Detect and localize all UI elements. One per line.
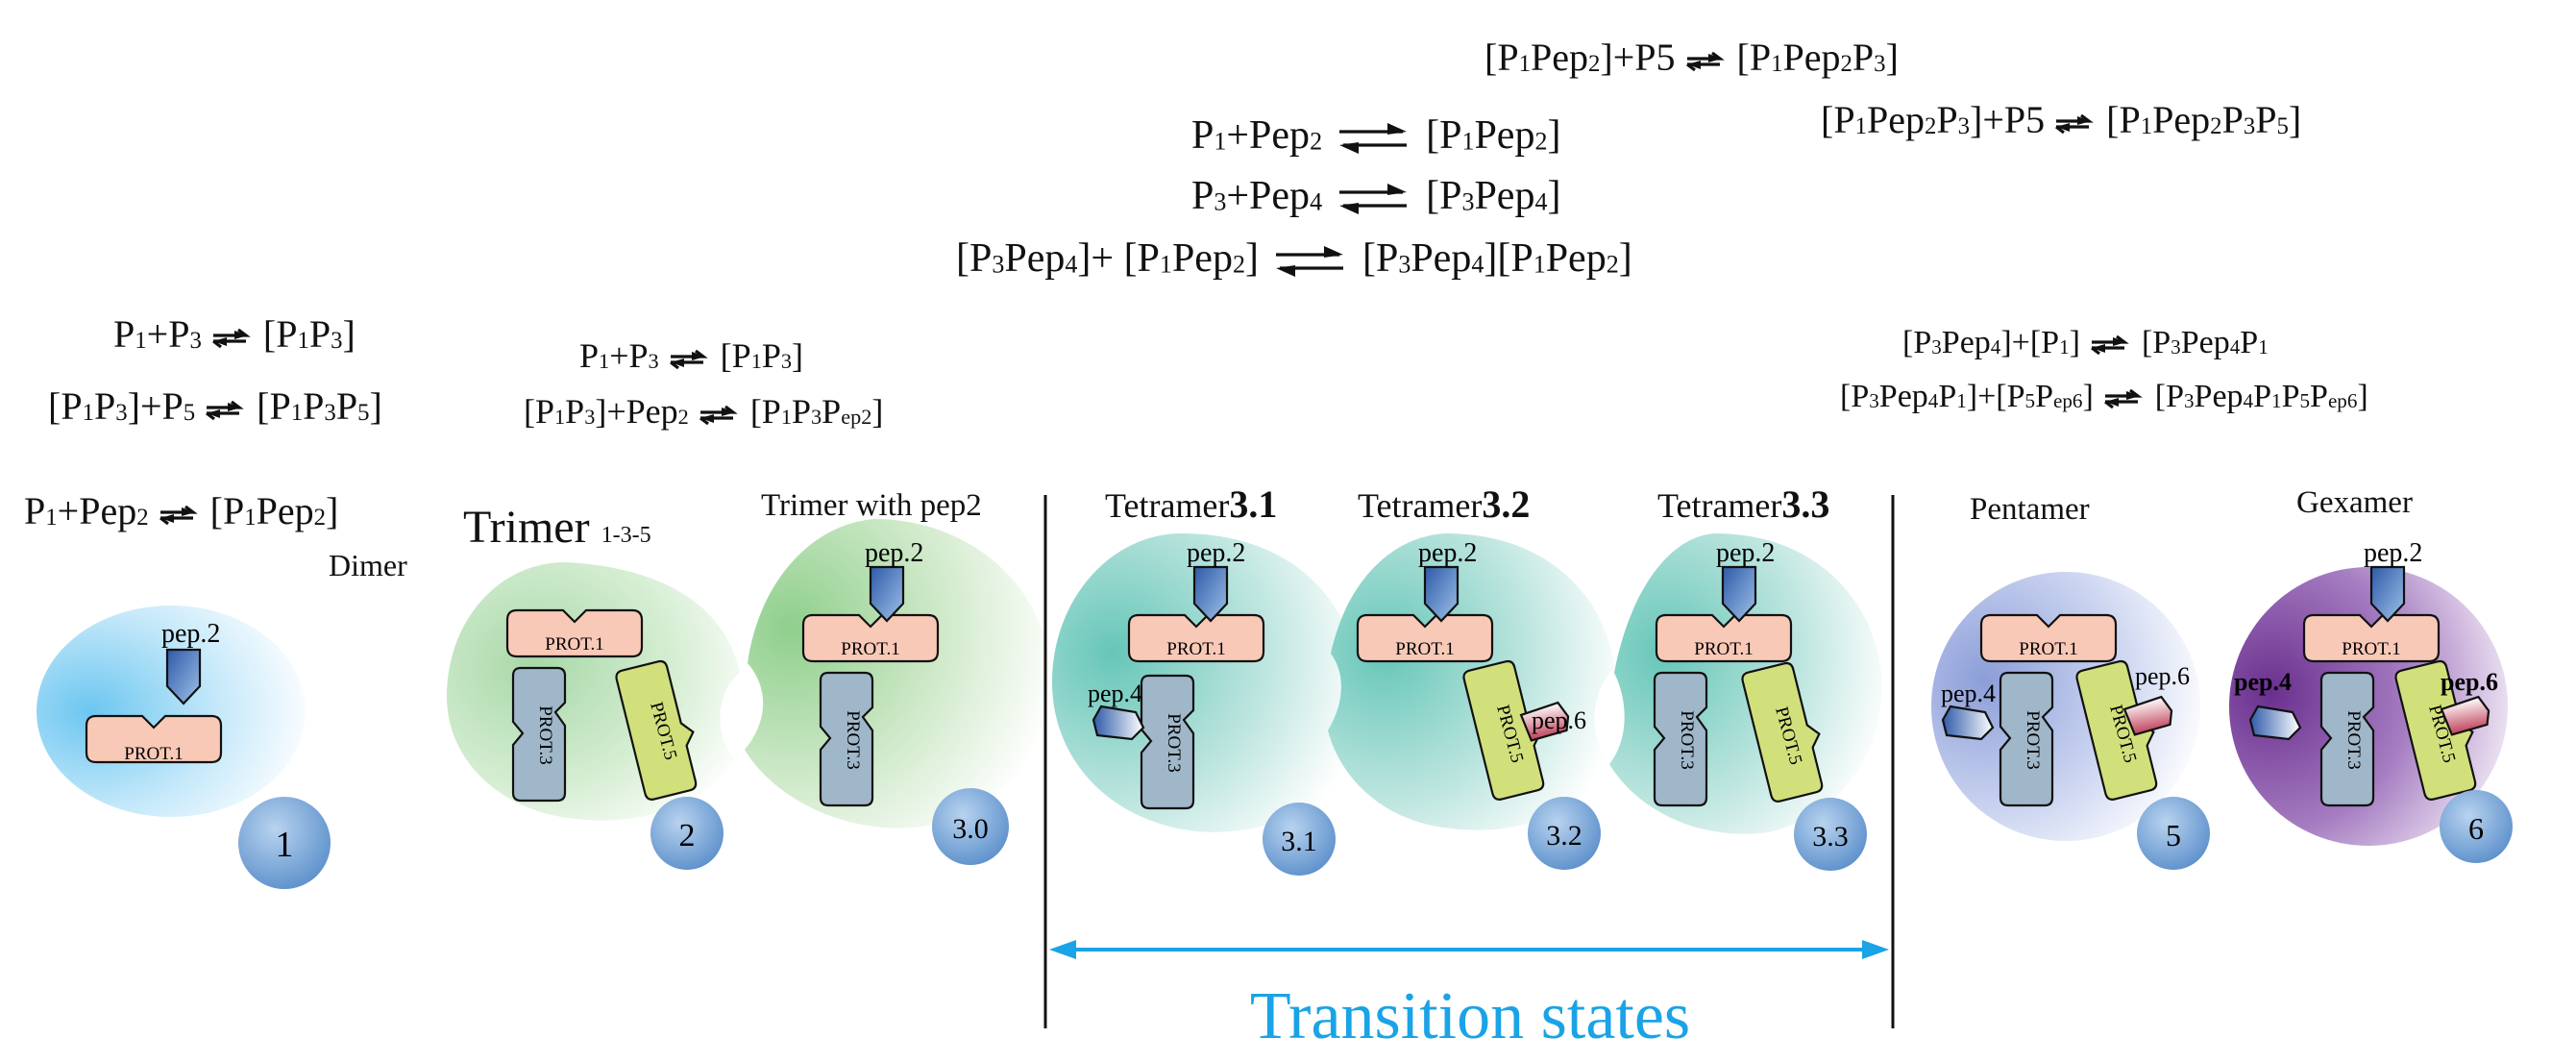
transition-label: Transition states [1250,979,1690,1053]
stage-badge [932,788,1009,865]
stage-number: 2 [679,818,696,853]
pep4-label: pep.4 [1941,680,1996,707]
equation-tetramer-mid-b: P3+Pep4[P3Pep4] [1191,174,1561,218]
prot1-label: PROT.1 [124,744,183,764]
equation-stage2-b: [P1P3]+P5[P1P3P5] [48,384,382,428]
equation-stage3-0-b: [P1P3]+Pep2[P1P3Pep2] [524,392,884,431]
complex-trimer-with-pep2: PROT.1 pep.2 PROT.3 3.0 [745,519,1050,865]
prot1-label: PROT.1 [1395,639,1454,659]
pep2-label: pep.2 [865,538,923,568]
pep4-label: pep.4 [2234,668,2292,696]
stage-number: 3.0 [952,813,989,845]
equilibrium-arrow-icon [2054,113,2093,135]
equation-stage2-a: P1+P3[P1P3] [113,312,356,356]
stage-badge [1263,803,1336,876]
prot1-label: PROT.1 [841,639,899,659]
equation-stage3-0-a: P1+P3[P1P3] [579,336,804,375]
stage-number: 3.1 [1281,826,1317,857]
equation-tetramer-mid-c: [P3Pep4]+ [P1Pep2][P3Pep4][P1Pep2] [956,236,1632,281]
equilibrium-arrow-icon [1337,123,1409,155]
double-headed-arrow-icon [1049,940,1889,959]
pep2-label: pep.2 [1418,538,1477,568]
stage-badge [2137,797,2210,870]
prot1-label: PROT.1 [1166,639,1225,659]
stage-badge [650,797,724,870]
equilibrium-arrow-icon [159,505,197,526]
equilibrium-arrow-icon [205,400,243,421]
pep6-label: pep.6 [2441,668,2498,696]
pep2-label: pep.2 [1187,538,1245,568]
stage-title-trimer: Trimer 1-3-5 [463,502,651,553]
prot3-label: PROT.3 [2343,710,2364,769]
prot3-label: PROT.3 [843,710,863,769]
equilibrium-arrow-icon [2090,334,2128,356]
stage-number: 3.3 [1812,821,1849,853]
transition-states-bracket: Transition states [1043,495,1895,1053]
complex-tetramer-3-2: PROT.1 pep.2 PROT.5 pep.6 3.2 [1328,533,1614,870]
stage-badge [1528,797,1601,870]
equilibrium-arrow-icon [1274,246,1345,278]
complex-tetramer-3-1: PROT.1 pep.2 PROT.3 pep.4 3.1 [1052,533,1357,876]
equilibrium-arrow-icon [1684,51,1724,72]
equation-tetramer-top-b: [P1Pep2P3]+P5[P1Pep2P3P5] [1821,98,2302,141]
stage-number: 6 [2468,811,2484,846]
equation-tetramer-top-a: [P1Pep2]+P5[P1Pep2P3] [1484,36,1899,79]
prot1-label: PROT.1 [2342,639,2400,659]
equilibrium-arrow-icon [1337,184,1409,215]
equation-pentamer-b: [P3Pep4P1]+[P5Pep6][P3Pep4P1P5Pep6] [1840,379,2368,414]
equilibrium-arrow-icon [699,405,737,426]
stage-number: 1 [276,825,294,865]
complex-pentamer: PROT.1 PROT.3 pep.4 PROT.5 pep.6 5 [1931,572,2210,870]
prot3-label: PROT.3 [1164,713,1184,772]
complex-dimer: PROT.1 pep.2 1 [37,606,331,889]
stage-title-trimer-with-pep2: Trimer with pep2 [761,488,982,523]
prot3-label: PROT.3 [1677,710,1697,769]
stage-title-tetramer-3-2: Tetramer3.2 [1358,482,1531,526]
complex-gexamer: PROT.1 pep.2 PROT.3 pep.4 PROT.5 pep.6 6 [2229,538,2513,863]
equation-stage1: P1+Pep2[P1Pep2] [24,489,339,532]
stage-title-pentamer: Pentamer [1970,492,2090,527]
stage-badge [2440,790,2513,863]
equilibrium-arrow-icon [669,349,707,370]
equilibrium-arrow-icon [2103,388,2142,409]
prot3-label: PROT.3 [2023,710,2043,769]
prot1-label: PROT.1 [1694,639,1753,659]
stage-badge [1794,798,1867,871]
equation-tetramer-mid-a: P1+Pep2[P1Pep2] [1191,113,1561,158]
pep2-label: pep.2 [2364,538,2422,568]
stage-title-tetramer-3-3: Tetramer3.3 [1657,482,1830,526]
stage-number: 3.2 [1546,820,1582,852]
stage-badge [238,797,331,889]
stage-title-tetramer-3-1: Tetramer3.1 [1105,482,1278,526]
prot1-label: PROT.1 [545,634,603,655]
complex-trimer: PROT.1 PROT.3 PROT.5 2 [447,562,740,870]
equation-pentamer-a: [P3Pep4]+[P1][P3Pep4P1 [1902,325,2269,360]
stage-title-gexamer: Gexamer [2296,485,2413,520]
complex-tetramer-3-3: PROT.1 pep.2 PROT.3 PROT.5 3.3 [1609,533,1882,871]
pep2-label: pep.2 [161,619,220,649]
prot1-label: PROT.1 [2019,639,2077,659]
prot3-label: PROT.3 [535,705,555,764]
pep4-label: pep.4 [1088,680,1142,707]
stage-title-dimer: Dimer [329,548,407,582]
stage-number: 5 [2166,818,2181,853]
equilibrium-arrow-icon [211,328,250,349]
pep2-label: pep.2 [1716,538,1775,568]
pep6-label: pep.6 [1532,706,1586,734]
pep6-label: pep.6 [2135,662,2190,690]
